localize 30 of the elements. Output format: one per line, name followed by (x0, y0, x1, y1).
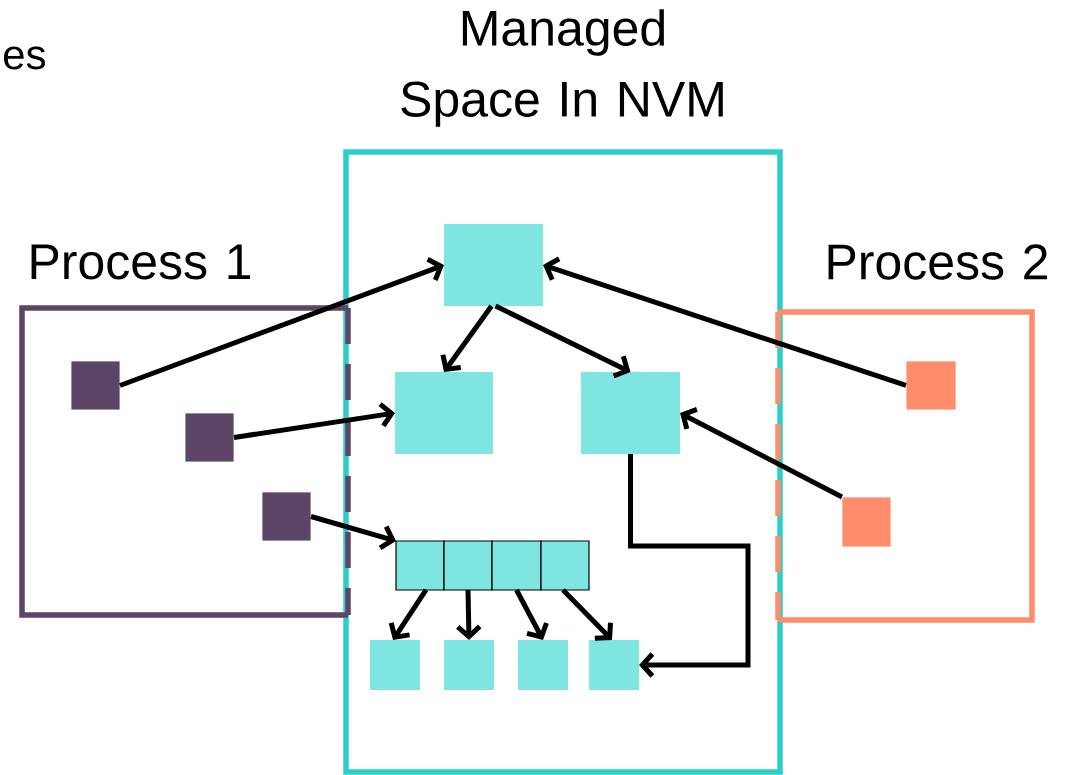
data-block (444, 640, 494, 690)
arrow (628, 454, 751, 678)
data-block (518, 640, 568, 690)
arrow (543, 256, 907, 388)
pointer-square (70, 360, 121, 411)
data-block (370, 640, 420, 690)
arrow (680, 407, 844, 500)
pointer-square (261, 491, 312, 542)
arrow (233, 402, 395, 440)
arrow (440, 304, 494, 372)
data-block (581, 372, 680, 454)
data-block (395, 372, 493, 454)
pointer-square (841, 496, 892, 548)
data-block (589, 640, 639, 690)
arrow (388, 588, 429, 640)
arrow (561, 588, 613, 641)
partial-text: es (4, 46, 46, 70)
arrow (494, 303, 631, 379)
array-cell (540, 540, 590, 591)
array-cell (443, 540, 493, 591)
array-cell (395, 540, 445, 591)
pointer-square (905, 360, 957, 411)
arrow (456, 589, 482, 640)
pointer-square (184, 412, 235, 463)
arrow (119, 257, 444, 388)
arrow (514, 588, 549, 640)
data-block (444, 224, 543, 306)
array-cell (491, 540, 542, 591)
arrow (310, 514, 396, 550)
node-label: Managed Space In NVM (401, 9, 723, 127)
